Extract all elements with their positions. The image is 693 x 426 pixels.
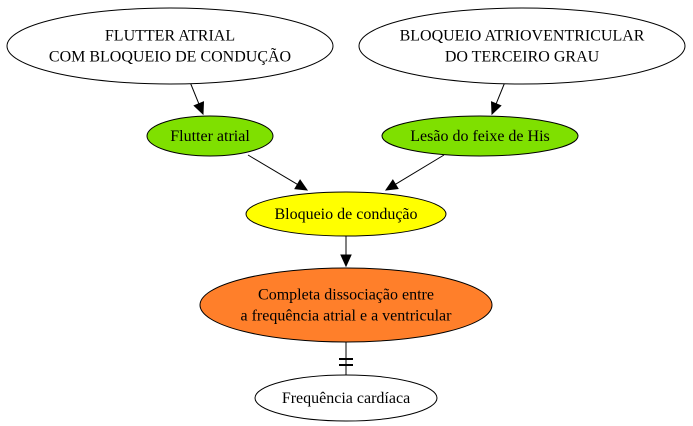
node-frequencia-cardiaca: Frequência cardíaca bbox=[254, 374, 438, 422]
node-ellipse bbox=[245, 191, 447, 237]
edge-line bbox=[495, 81, 506, 104]
node-label: BLOQUEIO ATRIOVENTRICULAR bbox=[400, 28, 645, 45]
nodes-layer: FLUTTER ATRIAL COM BLOQUEIO DE CONDUÇÃO BL… bbox=[6, 7, 686, 422]
node-dissociacao: Completa dissociação entre a frequência a… bbox=[199, 267, 493, 343]
edge-dissociacao-to-frequencia bbox=[339, 342, 353, 375]
edge-conducao-to-dissociacao bbox=[340, 236, 352, 268]
arrowhead bbox=[294, 179, 309, 191]
node-label: FLUTTER ATRIAL bbox=[105, 28, 235, 45]
edge-av-to-his bbox=[490, 81, 506, 116]
arrowhead bbox=[193, 101, 205, 116]
node-bloqueio-av-terceiro-grau: BLOQUEIO ATRIOVENTRICULAR DO TERCEIRO GRA… bbox=[358, 7, 686, 85]
arrowhead bbox=[490, 101, 502, 116]
edge-line bbox=[395, 154, 445, 185]
node-label: DO TERCEIRO GRAU bbox=[445, 49, 600, 66]
node-ellipse bbox=[146, 115, 274, 157]
node-label: Bloqueio de condução bbox=[274, 206, 417, 223]
node-label: a frequência atrial e a ventricular bbox=[241, 308, 453, 325]
node-lesao-feixe-his: Lesão do feixe de His bbox=[381, 115, 579, 157]
node-label: Completa dissociação entre bbox=[258, 287, 434, 304]
node-ellipse bbox=[199, 267, 493, 343]
edge-line bbox=[247, 154, 298, 185]
edge-his-to-conducao bbox=[384, 154, 445, 191]
edges-layer bbox=[189, 81, 506, 375]
node-label: COM BLOQUEIO DE CONDUÇÃO bbox=[49, 48, 291, 66]
arrowhead bbox=[340, 254, 352, 268]
node-flutter-atrial-bloqueio: FLUTTER ATRIAL COM BLOQUEIO DE CONDUÇÃO bbox=[6, 7, 334, 85]
node-ellipse bbox=[254, 374, 438, 422]
edge-flutter-to-conducao bbox=[247, 154, 309, 191]
node-bloqueio-conducao: Bloqueio de condução bbox=[245, 191, 447, 237]
node-label: Flutter atrial bbox=[170, 128, 250, 145]
node-label: Lesão do feixe de His bbox=[410, 128, 550, 145]
node-ellipse bbox=[358, 7, 686, 85]
node-ellipse bbox=[381, 115, 579, 157]
edge-bloqueio-to-flutter bbox=[189, 81, 205, 116]
edge-line bbox=[189, 81, 200, 104]
node-ellipse bbox=[6, 7, 334, 85]
node-label: Frequência cardíaca bbox=[282, 390, 410, 407]
arrowhead bbox=[384, 179, 399, 191]
node-flutter-atrial: Flutter atrial bbox=[146, 115, 274, 157]
